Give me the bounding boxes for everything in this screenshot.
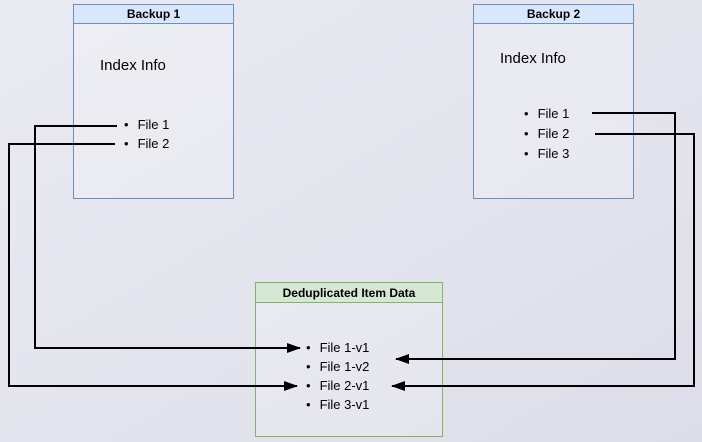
backup1-index-info-label: Index Info	[100, 57, 166, 74]
backup1-file-1: File 1	[124, 115, 170, 134]
backup2-index-info-label: Index Info	[500, 50, 566, 67]
backup1-box: Backup 1 Index Info File 1 File 2	[73, 4, 234, 199]
dedup-file-list: File 1-v1 File 1-v2 File 2-v1 File 3-v1	[306, 338, 370, 414]
backup2-box: Backup 2 Index Info File 1 File 2 File 3	[473, 4, 634, 199]
dedup-title: Deduplicated Item Data	[282, 285, 416, 300]
dedup-file-1-v2: File 1-v2	[306, 357, 370, 376]
dedup-header: Deduplicated Item Data	[256, 283, 442, 303]
backup1-header: Backup 1	[74, 5, 233, 24]
backup2-file-2: File 2	[524, 123, 570, 143]
backup1-file-2: File 2	[124, 134, 170, 153]
dedup-file-1-v1: File 1-v1	[306, 338, 370, 357]
backup1-title: Backup 1	[126, 7, 181, 21]
backup2-file-list: File 1 File 2 File 3	[524, 103, 570, 163]
backup2-file-3: File 3	[524, 143, 570, 163]
backup2-title: Backup 2	[526, 7, 581, 21]
backup1-file-list: File 1 File 2	[124, 115, 170, 153]
backup2-header: Backup 2	[474, 5, 633, 24]
dedup-file-3-v1: File 3-v1	[306, 395, 370, 414]
dedup-box: Deduplicated Item Data File 1-v1 File 1-…	[255, 282, 443, 437]
backup2-file-1: File 1	[524, 103, 570, 123]
dedup-file-2-v1: File 2-v1	[306, 376, 370, 395]
